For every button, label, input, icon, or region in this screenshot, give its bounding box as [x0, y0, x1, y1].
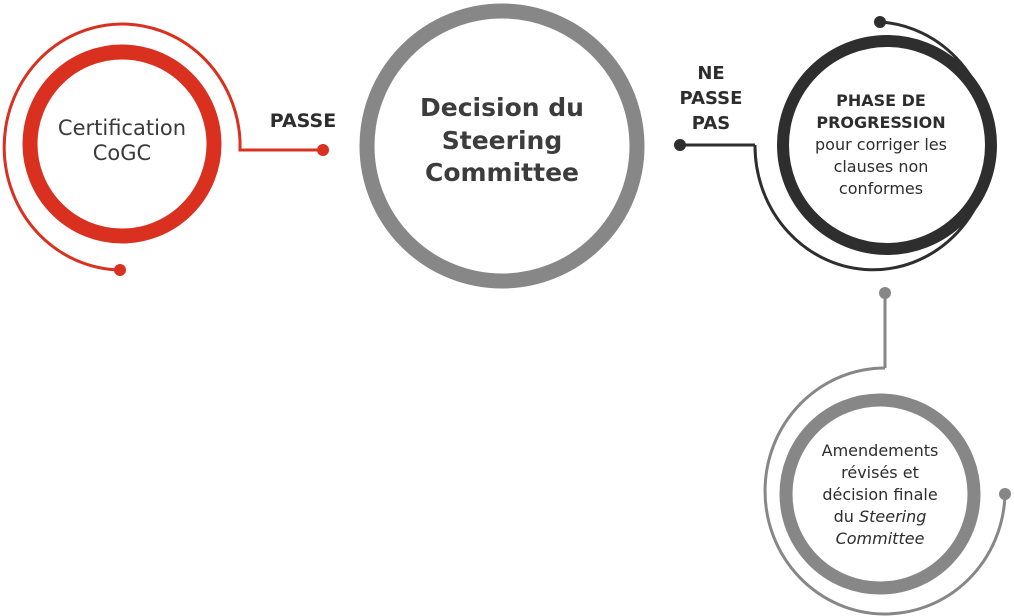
certification-ring [22, 44, 222, 244]
phase-line-3: pour corriger les [815, 135, 947, 155]
amendements-line-3: décision finale [822, 485, 938, 505]
amendements-label: Amendements révisés et décision finale d… [770, 440, 990, 550]
certification-line-2: CoGC [92, 140, 152, 165]
ne-passe-pas-line-2: PASSE [679, 87, 743, 109]
certification-line-1: Certification [57, 116, 187, 140]
amendements-ring [779, 393, 981, 595]
decision-ring [359, 3, 645, 289]
decision-line-1: Decision du [420, 93, 584, 122]
amendements-arc-dot [999, 488, 1011, 500]
phase-to-amendements-dot [879, 287, 891, 299]
phase-line-4: clauses non [833, 157, 929, 177]
certification-arc [2, 22, 242, 272]
ne-passe-pas-line-3: PAS [691, 112, 731, 134]
passe-dot [317, 144, 329, 156]
amendements-arc [763, 366, 1007, 616]
phase-arc [753, 20, 993, 272]
amendements-line-4-italic: Steering [858, 507, 927, 527]
amendements-line-1: Amendements [821, 441, 939, 460]
phase-arc-dot [874, 16, 886, 28]
amendements-line-4: du Steering [770, 506, 990, 528]
ne-passe-pas-line-1: NE [697, 63, 725, 84]
passe-connector [238, 140, 323, 152]
amendements-line-2: révisés et [841, 463, 919, 483]
certification-arc-dot [114, 264, 126, 276]
amendements-line-5: Committee [835, 529, 925, 549]
ne-passe-pas-dot [674, 139, 686, 151]
phase-label: PHASE DE PROGRESSION pour corriger les c… [776, 90, 986, 200]
phase-line-1: PHASE DE [836, 91, 926, 110]
decision-line-2: Steering [441, 125, 563, 155]
decision-label: Decision du Steering Committee [352, 92, 652, 190]
amendements-line-4-prefix: du [833, 507, 859, 527]
decision-line-3: Committee [424, 158, 579, 187]
phase-line-2: PROGRESSION [816, 113, 946, 133]
certification-label: Certification CoGC [22, 116, 222, 166]
ne-passe-pas-label: NE PASSE PAS [658, 62, 764, 136]
phase-line-5: conformes [838, 179, 924, 199]
passe-label: PASSE [269, 110, 337, 132]
